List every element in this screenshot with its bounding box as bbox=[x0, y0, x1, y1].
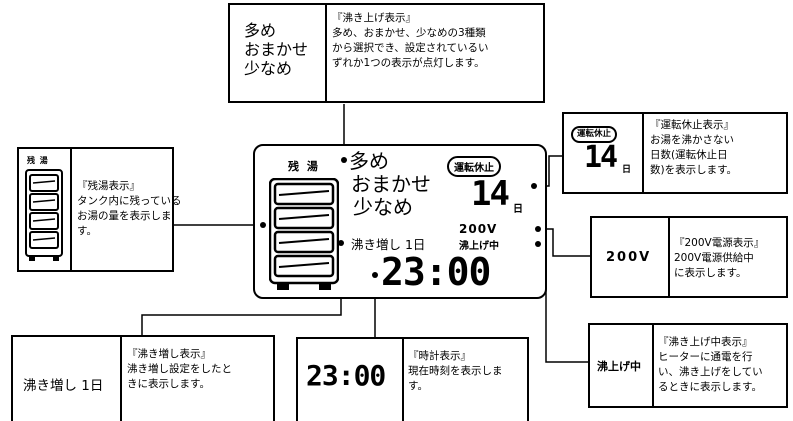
desc-line: お湯の量を表示しま bbox=[77, 210, 172, 222]
left-description: 『残湯表示』 タンク内に残っている お湯の量を表示しま す。 bbox=[77, 179, 181, 239]
stop-days-number: 14 bbox=[584, 140, 618, 175]
clock-description: 『時計表示』 現在時刻を表示しま す。 bbox=[408, 349, 503, 394]
boiling-title: 『沸き上げ中表示』 bbox=[658, 336, 753, 348]
desc-line: い、沸き上げをしてい bbox=[658, 366, 763, 378]
tank-gauge bbox=[269, 178, 339, 290]
display-additional: 沸き増し 1日 bbox=[351, 237, 426, 252]
display-clock: 23:00 bbox=[381, 250, 491, 294]
mini-tank-label: 残 湯 bbox=[27, 156, 49, 165]
v200-description: 『200V電源表示』 200V電源供給中 に表示します。 bbox=[674, 236, 764, 281]
additional-title: 『沸き増し表示』 bbox=[127, 348, 211, 360]
right-boiling-callout-box: 沸上げ中 『沸き上げ中表示』 ヒーターに通電を行 い、沸き上げをしてい るときに… bbox=[588, 323, 788, 408]
desc-line: ヒーターに通電を行 bbox=[658, 351, 753, 363]
display-days-number: 14 bbox=[471, 174, 510, 214]
desc-line: タンク内に残っている bbox=[77, 195, 182, 207]
desc-line: きに表示します。 bbox=[127, 378, 210, 390]
right-200v-callout-box: 200V 『200V電源表示』 200V電源供給中 に表示します。 bbox=[590, 216, 788, 298]
desc-line: 現在時刻を表示しま bbox=[408, 365, 503, 377]
option-large: 多め bbox=[244, 21, 277, 40]
bottom-clock-callout-box: 23:00 『時計表示』 現在時刻を表示しま す。 bbox=[296, 337, 529, 421]
additional-description: 『沸き増し表示』 沸き増し設定をしたと きに表示します。 bbox=[127, 347, 232, 392]
option-auto: おまかせ bbox=[244, 40, 309, 59]
stop-description: 『運転休止表示』 お湯を沸かさない 日数(運転休止日 数)を表示します。 bbox=[650, 118, 737, 178]
desc-line: に表示します。 bbox=[674, 267, 747, 279]
lcd-display-panel: 残 湯 多め おまかせ 少なめ 沸き増し 1日 運転休止 14 日 200V 沸… bbox=[253, 144, 547, 299]
tank-label: 残 湯 bbox=[288, 160, 320, 173]
left-title: 『残湯表示』 bbox=[77, 180, 140, 192]
display-boiling: 沸上げ中 bbox=[459, 241, 499, 252]
desc-line: 日数(運転休止日 bbox=[650, 149, 728, 161]
desc-line: 数)を表示します。 bbox=[650, 164, 738, 176]
top-title: 『沸き上げ表示』 bbox=[332, 12, 416, 24]
desc-line: お湯を沸かさない bbox=[650, 134, 734, 146]
dot-stop bbox=[531, 183, 537, 189]
display-option-small: 少なめ bbox=[353, 195, 413, 219]
desc-line: す。 bbox=[408, 380, 428, 392]
stop-title: 『運転休止表示』 bbox=[650, 119, 734, 131]
top-options: 多め おまかせ 少なめ bbox=[244, 21, 308, 78]
v200-title: 『200V電源表示』 bbox=[674, 237, 765, 249]
desc-line: 沸き増し設定をしたと bbox=[127, 363, 232, 375]
dot-200v bbox=[535, 226, 541, 232]
display-option-auto: おまかせ bbox=[351, 172, 431, 196]
desc-line: ずれか1つの表示が点灯します。 bbox=[332, 57, 485, 69]
mini-tank-icon: 残 湯 bbox=[25, 156, 63, 263]
display-option-large: 多め bbox=[349, 149, 389, 173]
v200-label: 200V bbox=[606, 250, 652, 265]
dot-additional bbox=[338, 240, 344, 246]
clock-label: 23:00 bbox=[306, 359, 386, 392]
dot-left bbox=[260, 222, 266, 228]
boiling-description: 『沸き上げ中表示』 ヒーターに通電を行 い、沸き上げをしてい るときに表示します… bbox=[658, 335, 763, 395]
bottom-additional-callout-box: 沸き増し 1日 『沸き増し表示』 沸き増し設定をしたと きに表示します。 bbox=[11, 335, 275, 421]
right-stop-callout-box: 運転休止 14 日 『運転休止表示』 お湯を沸かさない 日数(運転休止日 数)を… bbox=[562, 112, 788, 194]
desc-line: から選択でき、設定されているい bbox=[332, 42, 489, 54]
stop-days-unit: 日 bbox=[622, 165, 632, 175]
stop-badge: 運転休止 bbox=[571, 126, 618, 143]
dot-top bbox=[341, 157, 347, 163]
boiling-label: 沸上げ中 bbox=[597, 360, 641, 373]
mini-tank-svg bbox=[25, 169, 63, 261]
display-options: 多め おまかせ 少なめ bbox=[349, 149, 431, 219]
dot-clock bbox=[372, 272, 378, 278]
desc-line: 200V電源供給中 bbox=[674, 252, 754, 264]
left-callout-box: 残 湯 『残湯表示』 タンク内に残っている お湯の量を表示しま す。 bbox=[17, 147, 181, 272]
desc-line: 多め、おまかせ、少なめの3種類 bbox=[332, 27, 486, 39]
top-description: 『沸き上げ表示』 多め、おまかせ、少なめの3種類 から選択でき、設定されているい… bbox=[332, 11, 488, 71]
option-small: 少なめ bbox=[244, 59, 293, 78]
additional-label: 沸き増し 1日 bbox=[23, 378, 104, 394]
display-days-unit: 日 bbox=[513, 204, 523, 215]
display-voltage: 200V bbox=[459, 222, 498, 236]
desc-line: るときに表示します。 bbox=[658, 381, 762, 393]
dot-boiling bbox=[535, 241, 541, 247]
clock-title: 『時計表示』 bbox=[408, 350, 471, 362]
top-callout-box: 多め おまかせ 少なめ 『沸き上げ表示』 多め、おまかせ、少なめの3種類 から選… bbox=[228, 3, 545, 103]
desc-line: す。 bbox=[77, 225, 97, 237]
display-stop-badge: 運転休止 bbox=[447, 156, 501, 177]
